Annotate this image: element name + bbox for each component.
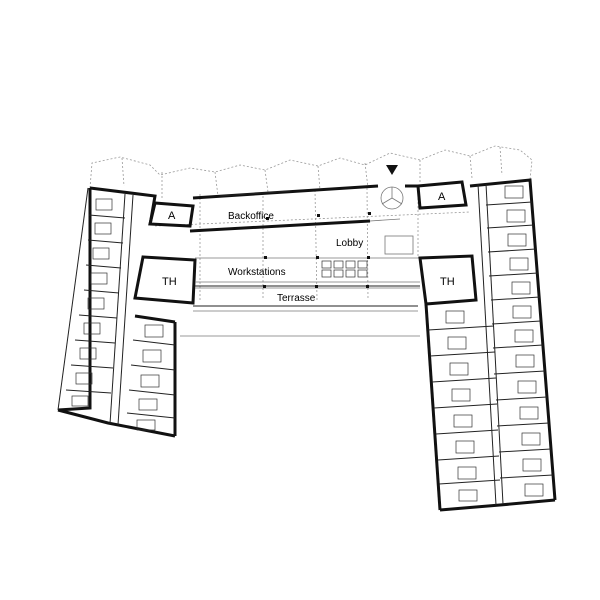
lobby-label: Lobby	[336, 238, 363, 249]
right-wing-furniture	[445, 185, 544, 502]
room-a-left: A	[148, 201, 195, 228]
terrasse-label: Terrasse	[277, 293, 316, 304]
workstations-label: Workstations	[228, 267, 286, 278]
room-a-right: A	[416, 180, 468, 210]
left-wing-rooms-outer	[65, 214, 126, 394]
right-wing-rooms-inner	[427, 325, 501, 485]
room-a-right-label: A	[438, 191, 446, 203]
central-block: Backoffice Lobby Workstations Terrasse	[180, 184, 420, 337]
revolving-door-icon	[380, 186, 404, 210]
room-th-left: TH	[133, 255, 197, 305]
right-wing-rooms-outer	[485, 201, 554, 479]
room-th-left-label: TH	[162, 276, 177, 288]
backoffice-label: Backoffice	[228, 211, 274, 222]
room-th-right: TH	[418, 254, 478, 306]
left-wing-rooms-inner	[126, 339, 176, 419]
workstation-desks	[321, 260, 368, 278]
room-th-right-label: TH	[440, 276, 455, 288]
right-wing	[424, 178, 557, 512]
entrance-arrow-icon	[386, 165, 398, 175]
room-a-left-label: A	[168, 210, 176, 222]
left-wing-furniture	[71, 198, 164, 431]
